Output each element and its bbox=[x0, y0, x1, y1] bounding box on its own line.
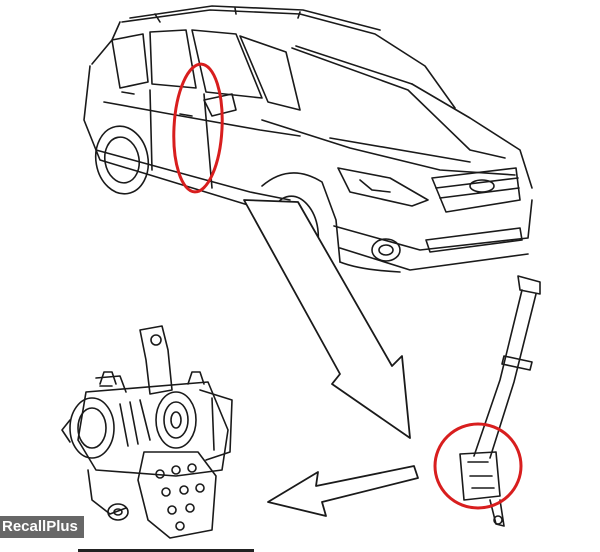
bottom-divider bbox=[78, 549, 254, 552]
suv-illustration bbox=[83, 5, 533, 273]
seat-belt-assembly bbox=[459, 275, 541, 527]
retractor-mechanism bbox=[61, 325, 233, 539]
watermark-logo: RecallPlus bbox=[0, 516, 84, 538]
seat-belt-retractor-highlight bbox=[433, 422, 523, 510]
arrow-to-seat-belt bbox=[243, 199, 411, 439]
door-pillar-highlight bbox=[172, 62, 224, 194]
arrow-to-retractor bbox=[267, 465, 419, 517]
